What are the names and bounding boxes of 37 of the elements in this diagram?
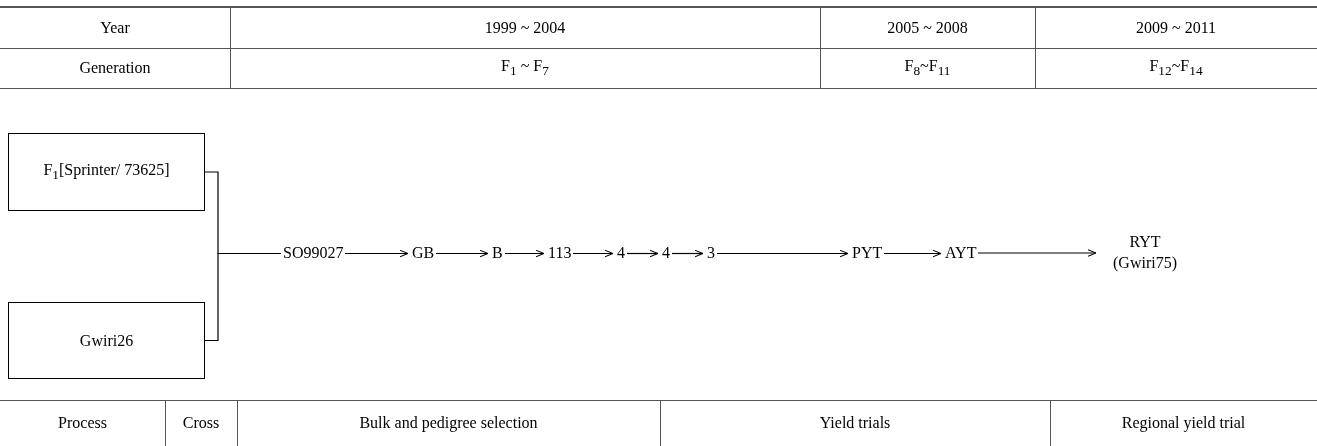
table-cell-text: Bulk and pedigree selection	[359, 414, 538, 432]
table-cell-text: 2009 ~ 2011	[1135, 19, 1217, 37]
arrow	[572, 249, 614, 258]
bracket-line	[204, 252, 282, 342]
line-name: 113	[548, 242, 572, 264]
line-name: 3	[707, 242, 715, 264]
parent-box	[8, 302, 205, 379]
line-name: B	[492, 242, 503, 264]
node-label: F$_{1}$[Sprinter/ 73625]	[43, 160, 170, 185]
table-cell-text: Year	[100, 19, 130, 37]
table-cell-text: Process	[58, 414, 107, 432]
arrow	[716, 249, 849, 258]
arrow	[504, 249, 545, 258]
arrow	[671, 249, 704, 258]
parent-box	[8, 133, 205, 211]
table-cell-text: F$_{1}$ ~ F$_{7}$	[501, 56, 549, 80]
table-cell-text: Regional yield trial	[1121, 414, 1246, 432]
arrow	[344, 249, 409, 258]
line-name: SO99027	[283, 242, 344, 264]
table-cell-text: F$_{12}$~F$_{14}$	[1149, 56, 1203, 80]
table-cell-text: Generation	[79, 59, 151, 77]
line-name: 4	[662, 242, 670, 264]
line-name: GB	[412, 242, 435, 264]
table-cell-text: Yield trials	[819, 414, 891, 432]
table-cell-text: 1999 ~ 2004	[484, 19, 566, 37]
line-name: PYT	[852, 242, 883, 264]
table-cell-text: 2005 ~ 2008	[887, 19, 968, 37]
line-name: AYT	[945, 242, 977, 264]
table-cell-text: F$_{8}$~F$_{11}$	[904, 56, 951, 80]
line-name: 4	[617, 242, 625, 264]
arrow	[626, 249, 659, 258]
arrow	[883, 249, 942, 258]
arrow	[977, 249, 1097, 257]
line-name: RYT (Gwiri75)	[1100, 232, 1190, 274]
node-label: Gwiri26	[79, 330, 134, 351]
table-cell-text: Cross	[182, 414, 220, 432]
arrow	[435, 249, 489, 258]
